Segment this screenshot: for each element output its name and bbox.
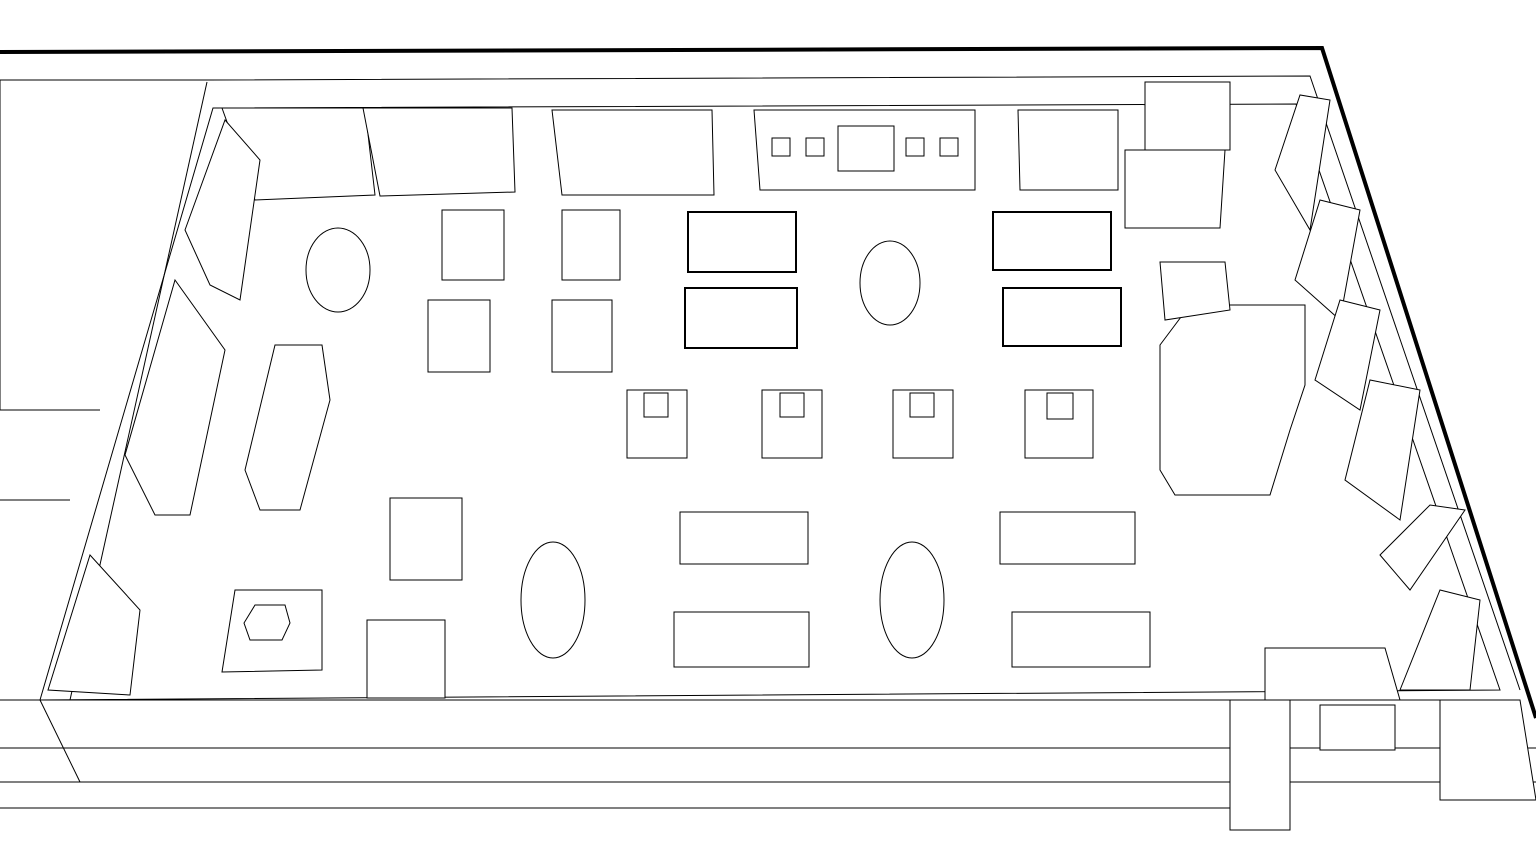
back-wall-shelves [221,81,1231,229]
oval-tables [305,227,945,659]
left-wall-fixtures [47,119,261,696]
long-counter [244,344,331,511]
right-wall-fixtures [1159,94,1481,691]
tiered-display-tables [626,389,1094,459]
bench-displays [673,511,1151,668]
gondola-shelves [684,211,1122,349]
cube-shelving-units [366,209,621,699]
hexagon-platform [221,589,323,673]
building-shell [0,45,1536,831]
center-fixtures [221,209,1151,699]
